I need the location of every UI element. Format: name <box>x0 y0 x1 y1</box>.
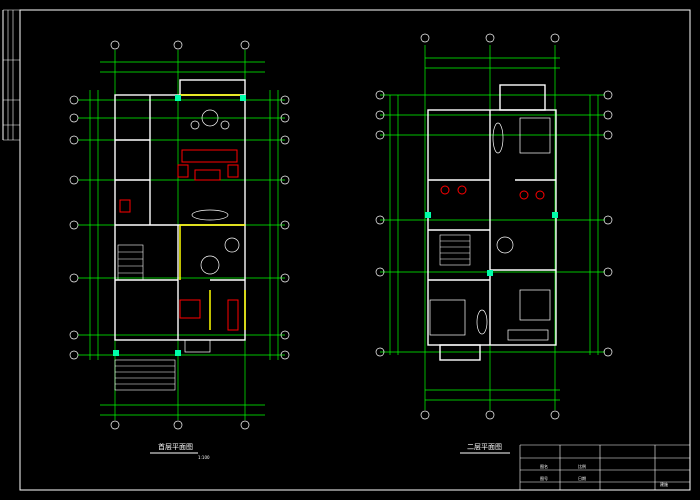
left-red-furniture <box>119 149 239 331</box>
second-floor-plan: 二层平面图 <box>375 33 613 454</box>
left-highlights <box>179 94 246 330</box>
left-stair <box>114 244 176 391</box>
left-columns <box>113 95 246 356</box>
left-axis-bubbles-top <box>110 40 250 430</box>
right-red-fixtures <box>440 185 545 200</box>
right-walls <box>427 84 557 361</box>
right-columns <box>425 212 558 276</box>
right-dimension-lines <box>380 45 605 410</box>
title-block <box>519 444 690 490</box>
right-plan-title: 二层平面图 <box>467 443 502 451</box>
right-fixtures <box>429 117 551 341</box>
title-block-row-2: 图号 <box>540 475 548 481</box>
left-fixtures <box>184 109 240 353</box>
left-axis-bubbles-side <box>69 95 290 360</box>
title-block-sheet-no: 建施 <box>660 481 668 487</box>
right-axis-bubbles-side <box>375 90 613 357</box>
left-dimension-lines <box>78 50 285 420</box>
right-axis-bubbles-top <box>420 33 560 420</box>
title-block-row-4: 日期 <box>578 475 586 481</box>
title-block-row-1: 图名 <box>540 463 548 469</box>
sheet-border <box>19 9 691 491</box>
left-title-strip <box>3 9 20 141</box>
title-block-row-3: 比例 <box>578 463 586 469</box>
left-plan-scale: 1:100 <box>198 455 210 460</box>
right-stair <box>439 234 471 266</box>
left-plan-title: 首层平面图 <box>158 442 193 451</box>
ground-floor-plan: 首层平面图 1:100 <box>69 40 290 460</box>
